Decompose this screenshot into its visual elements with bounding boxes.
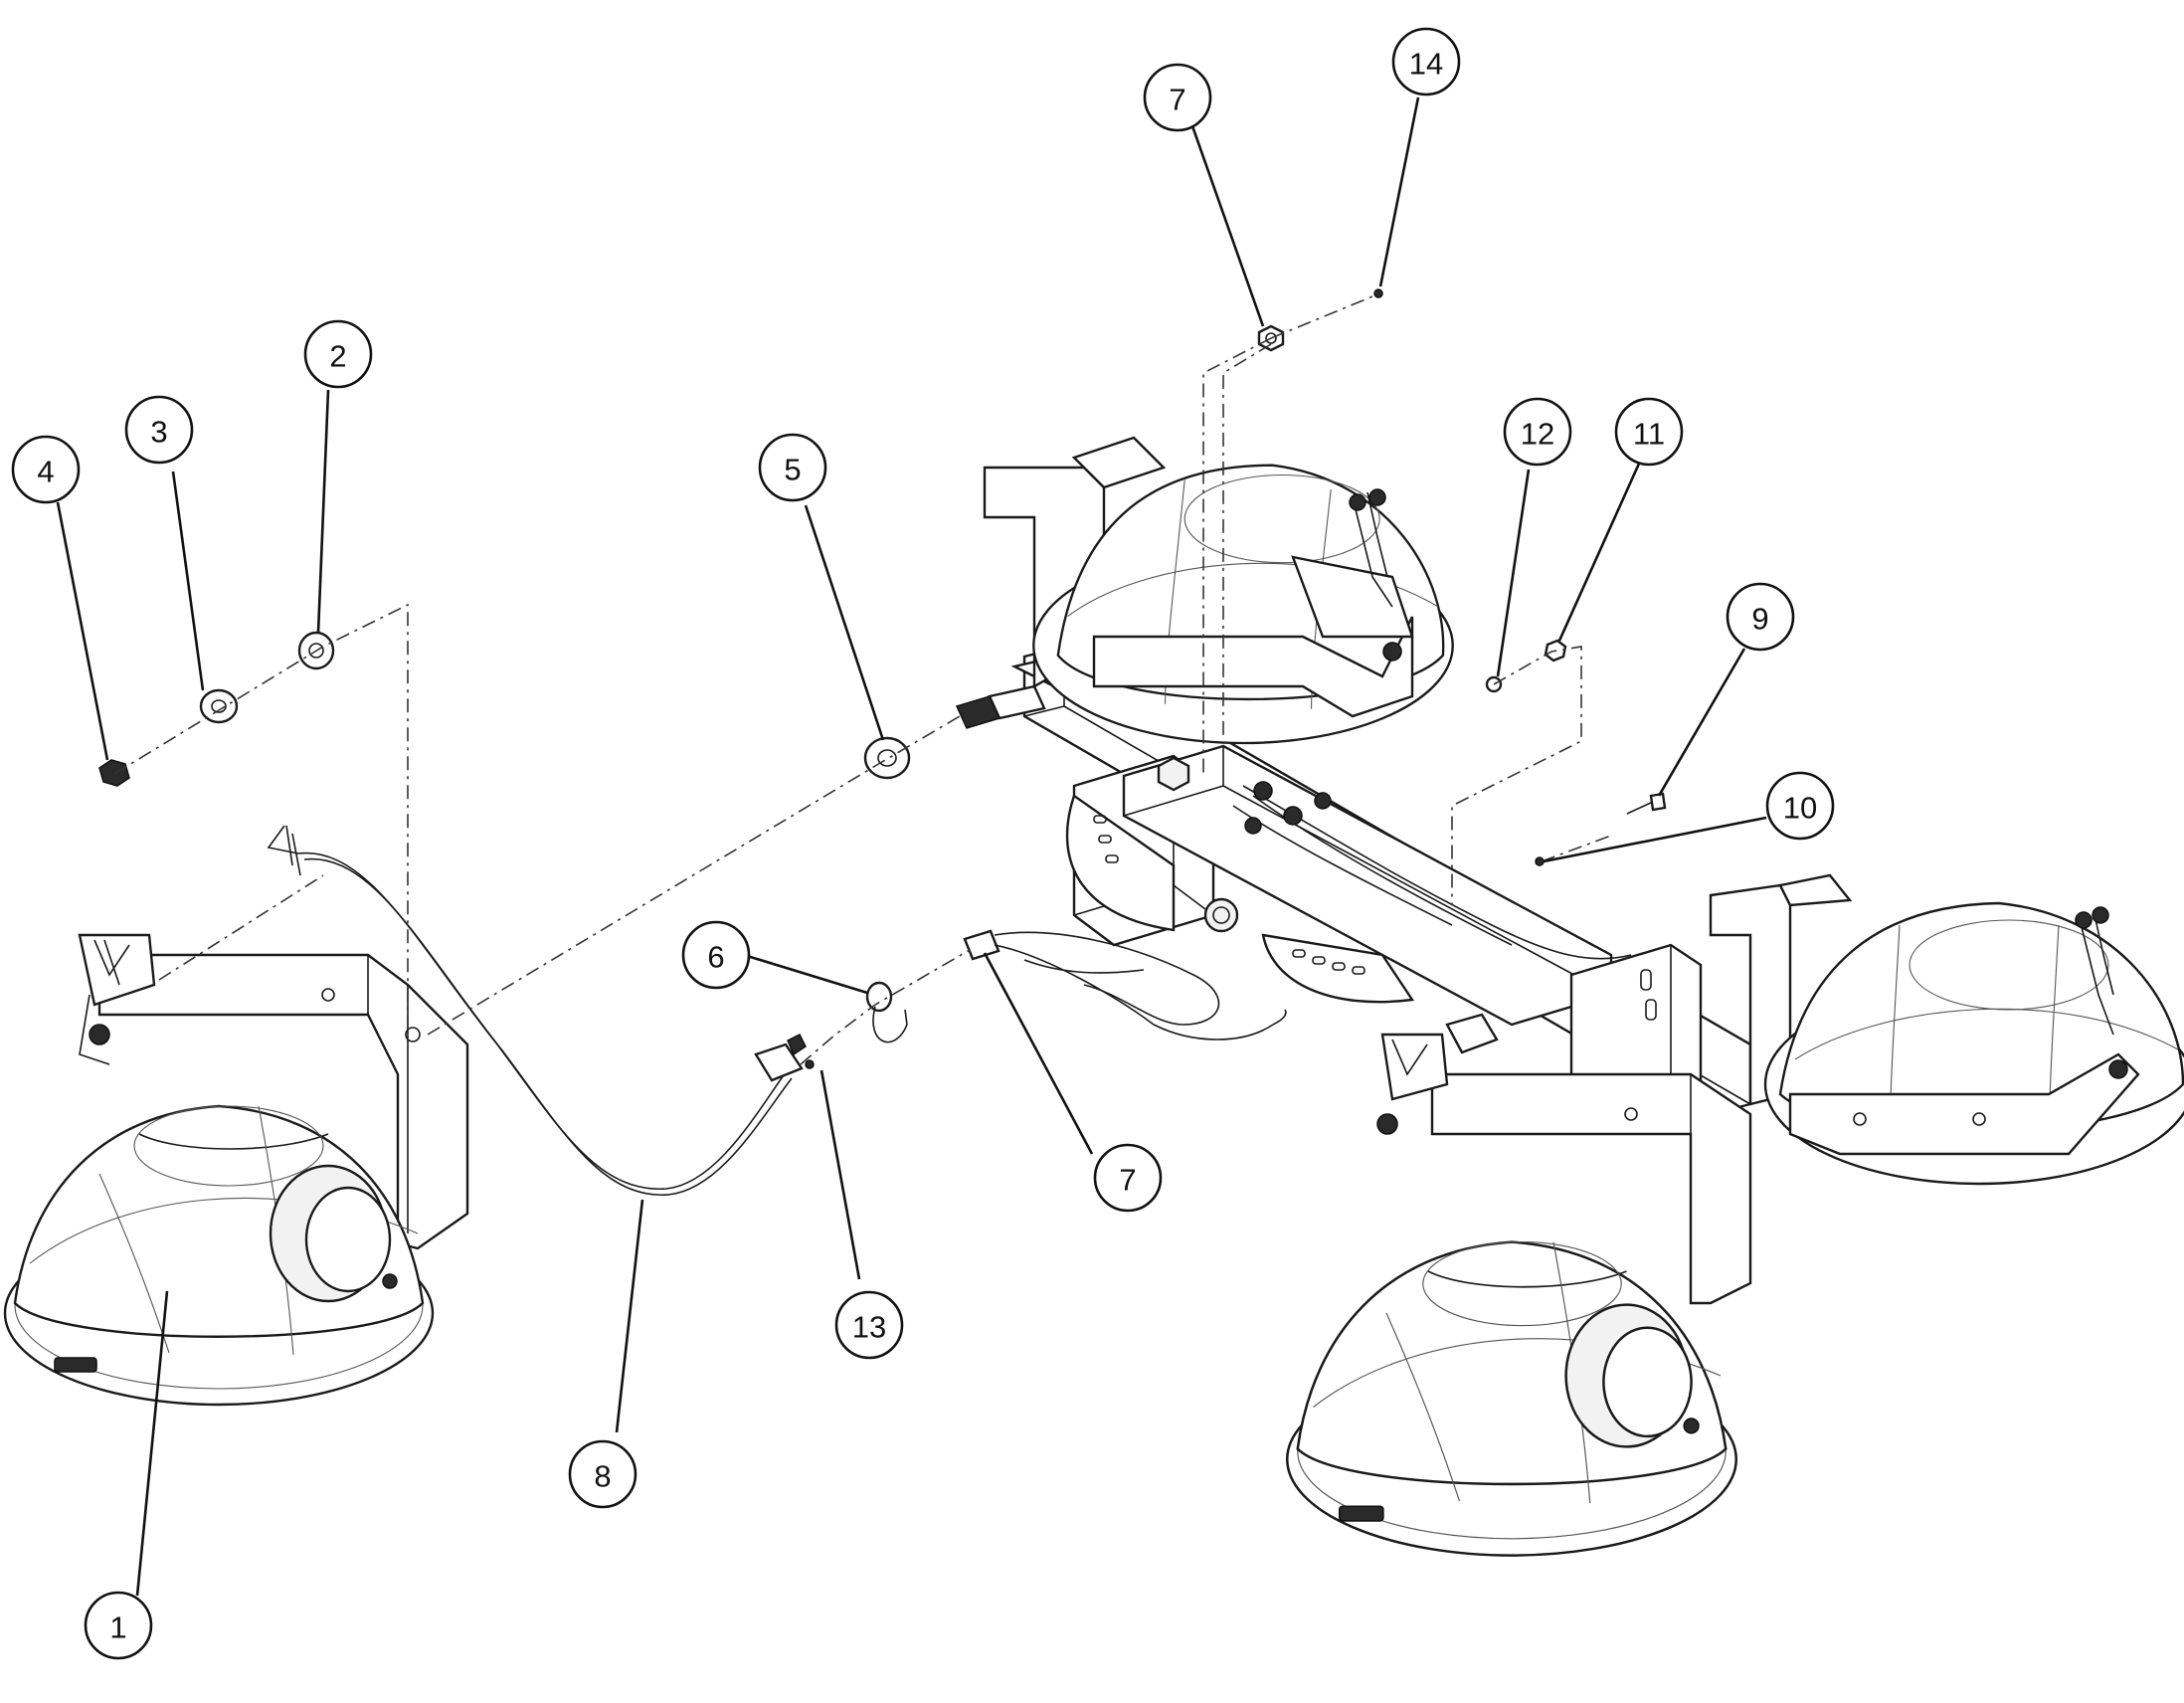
far-right-lamp-assembly <box>1709 873 2184 1186</box>
callout-7-top: 7 <box>1143 63 1212 132</box>
lamp-connector-icon <box>78 933 156 1065</box>
washer-icon <box>199 688 239 724</box>
screw-icon <box>1373 288 1383 298</box>
callout-label: 6 <box>707 940 724 975</box>
callout-12: 12 <box>1503 397 1572 467</box>
callout-11: 11 <box>1614 397 1684 467</box>
left-lamp-assembly <box>3 933 469 1407</box>
callout-label: 5 <box>784 453 801 487</box>
callout-10: 10 <box>1765 771 1835 841</box>
top-lamp-assembly <box>983 436 1454 745</box>
callout-label: 9 <box>1751 602 1768 637</box>
callout-label: 11 <box>1633 417 1665 452</box>
callout-7-bottom: 7 <box>1093 1143 1163 1213</box>
small-screw-icon <box>805 1059 815 1069</box>
assembly-centerlines <box>113 293 1612 1065</box>
callout-label: 3 <box>150 415 167 450</box>
callout-label: 13 <box>852 1310 886 1345</box>
callout-1: 1 <box>84 1591 153 1660</box>
callout-label: 7 <box>1169 83 1185 117</box>
leader-lines <box>56 96 1767 1597</box>
callout-label: 7 <box>1119 1163 1136 1198</box>
nut-icon <box>98 759 130 787</box>
callout-14: 14 <box>1391 27 1461 96</box>
callout-label: 8 <box>594 1459 611 1494</box>
wiring-harness <box>963 929 1287 1041</box>
dust-cap-icon <box>865 981 908 1043</box>
spacer-icon <box>863 736 911 780</box>
callout-label: 2 <box>329 339 346 374</box>
wiring-cable <box>267 825 807 1196</box>
callout-13: 13 <box>834 1290 904 1360</box>
callout-label: 1 <box>109 1610 126 1645</box>
callout-4: 4 <box>11 435 81 504</box>
callout-5: 5 <box>758 433 827 502</box>
callout-3: 3 <box>124 395 194 465</box>
callout-label: 4 <box>37 455 54 489</box>
callout-2: 2 <box>303 319 373 389</box>
front-right-lamp-assembly <box>1285 1013 1752 1557</box>
callout-label: 10 <box>1783 791 1817 826</box>
callout-8: 8 <box>568 1439 637 1509</box>
callout-9: 9 <box>1726 582 1795 652</box>
callout-label: 14 <box>1409 47 1443 82</box>
bolt-icon <box>1626 792 1667 815</box>
callout-6: 6 <box>681 920 751 990</box>
callout-label: 12 <box>1521 417 1554 452</box>
